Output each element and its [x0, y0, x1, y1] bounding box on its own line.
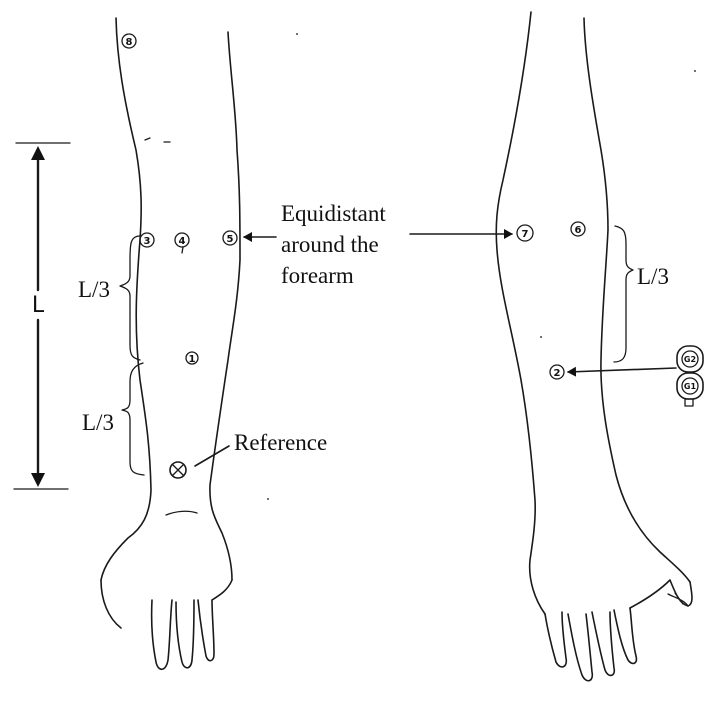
- g1-g2-connector-icon: G2 G1: [677, 346, 703, 406]
- speck: [296, 33, 298, 35]
- electrode-4-label: 4: [179, 236, 186, 247]
- length-measure: L: [14, 143, 70, 489]
- third-upper-left-label: L/3: [78, 277, 110, 302]
- length-label: L: [32, 293, 45, 318]
- electrode-6-label: 6: [575, 225, 582, 236]
- electrode-8-label: 8: [126, 37, 133, 48]
- electrode-7-label: 7: [522, 229, 529, 240]
- arrow-to-electrode-2: [568, 368, 676, 372]
- electrode-8: 8: [122, 34, 136, 48]
- equidistant-label-line3: forearm: [281, 263, 354, 288]
- speck: [694, 70, 696, 72]
- electrode-7: 7: [517, 225, 533, 241]
- right-arm-outline: [496, 12, 692, 681]
- third-right-label: L/3: [637, 264, 669, 289]
- equidistant-label-line1: Equidistant: [281, 201, 386, 226]
- left-thirds-braces: L/3 L/3: [78, 236, 144, 475]
- speck: [540, 336, 542, 338]
- electrode-5: 5: [223, 231, 237, 245]
- right-third-brace: L/3: [614, 226, 669, 362]
- electrode-2-label: 2: [554, 368, 561, 379]
- circle-x-icon: [170, 462, 186, 478]
- electrode-6: 6: [571, 222, 585, 236]
- electrode-1-label: 1: [189, 354, 196, 365]
- electrode-2: 2: [550, 365, 564, 379]
- g1-label: G1: [684, 382, 697, 391]
- speck: [267, 498, 269, 500]
- electrode-3: 3: [140, 233, 154, 247]
- reference-pointer: [195, 446, 229, 466]
- electrode-4: 4: [175, 233, 189, 253]
- electrode-5-label: 5: [227, 234, 234, 245]
- equidistant-label-line2: around the: [281, 232, 379, 257]
- electrode-1: 1: [186, 352, 198, 365]
- third-lower-left-label: L/3: [82, 410, 114, 435]
- electrode-3-label: 3: [144, 236, 151, 247]
- left-arm-outline: [101, 18, 240, 669]
- g2-label: G2: [684, 355, 696, 364]
- reference-label: Reference: [234, 430, 327, 455]
